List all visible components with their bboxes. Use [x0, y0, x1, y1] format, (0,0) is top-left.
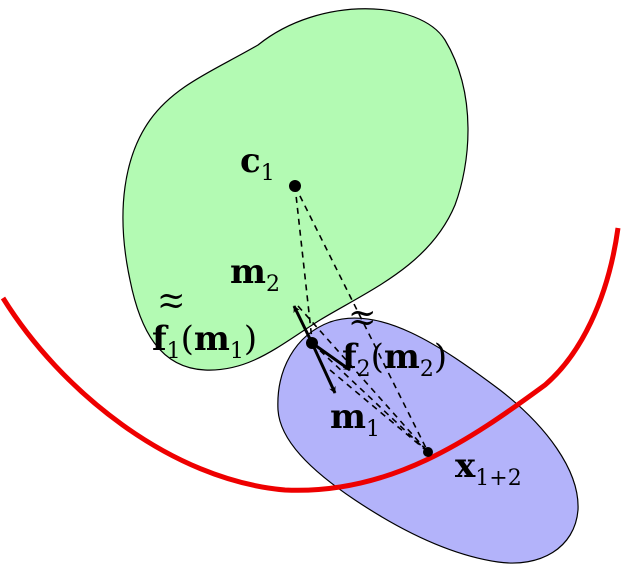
label-m1-main: m — [330, 397, 366, 437]
label-f1-tilde-top: ~ — [157, 276, 186, 316]
dashed-line-c1-to-x12 — [294, 185, 429, 453]
label-f1-open: ( — [181, 319, 194, 359]
label-c1-sub: 1 — [261, 161, 275, 186]
label-f2-close: ) — [434, 337, 447, 377]
label-m2-sub: 2 — [266, 272, 280, 297]
label-f1-close: ) — [244, 319, 257, 359]
label-c1-main: c — [240, 141, 261, 181]
label-f1-main: f — [152, 319, 169, 359]
arrow-m1 — [310, 342, 337, 394]
blue-region — [277, 317, 579, 564]
label-f2-sub: 2 — [357, 357, 371, 382]
label-f1-arg: m — [194, 319, 230, 359]
label-x12-main: x — [455, 446, 476, 486]
label-f2: f2(m2) — [342, 337, 447, 382]
point-contact — [306, 337, 318, 349]
label-c1: c1 — [240, 141, 275, 186]
label-f2-tilde-bottom: ~ — [348, 302, 377, 342]
label-f1-sub: 1 — [167, 339, 181, 364]
dashed-lines — [294, 185, 429, 453]
point-x12 — [423, 447, 433, 457]
label-m1: m1 — [330, 397, 380, 442]
label-m2: m2 — [230, 252, 280, 297]
label-f1-arg-sub: 1 — [230, 339, 244, 364]
label-f2-tilde-top: ~ — [348, 293, 377, 333]
label-f2-arg-sub: 2 — [420, 357, 434, 382]
label-f1: f1(m1) — [152, 319, 257, 364]
label-f1-tilde-bottom: ~ — [157, 285, 186, 325]
red-curve — [0, 227, 621, 493]
point-c1 — [289, 180, 301, 192]
dashed-line-c1-to-m2 — [294, 185, 313, 341]
label-f2-main: f — [342, 337, 359, 377]
label-x12: x1+2 — [455, 446, 522, 491]
label-f2-open: ( — [371, 337, 384, 377]
label-x12-sub: 1+2 — [475, 466, 521, 491]
label-m1-sub: 1 — [366, 417, 380, 442]
arrow-f2 — [311, 341, 351, 372]
label-m2-main: m — [230, 252, 266, 292]
dashed-line-m2-to-x12-b — [311, 342, 429, 453]
arrow-f1 — [292, 305, 314, 344]
label-f2-arg: m — [384, 337, 420, 377]
